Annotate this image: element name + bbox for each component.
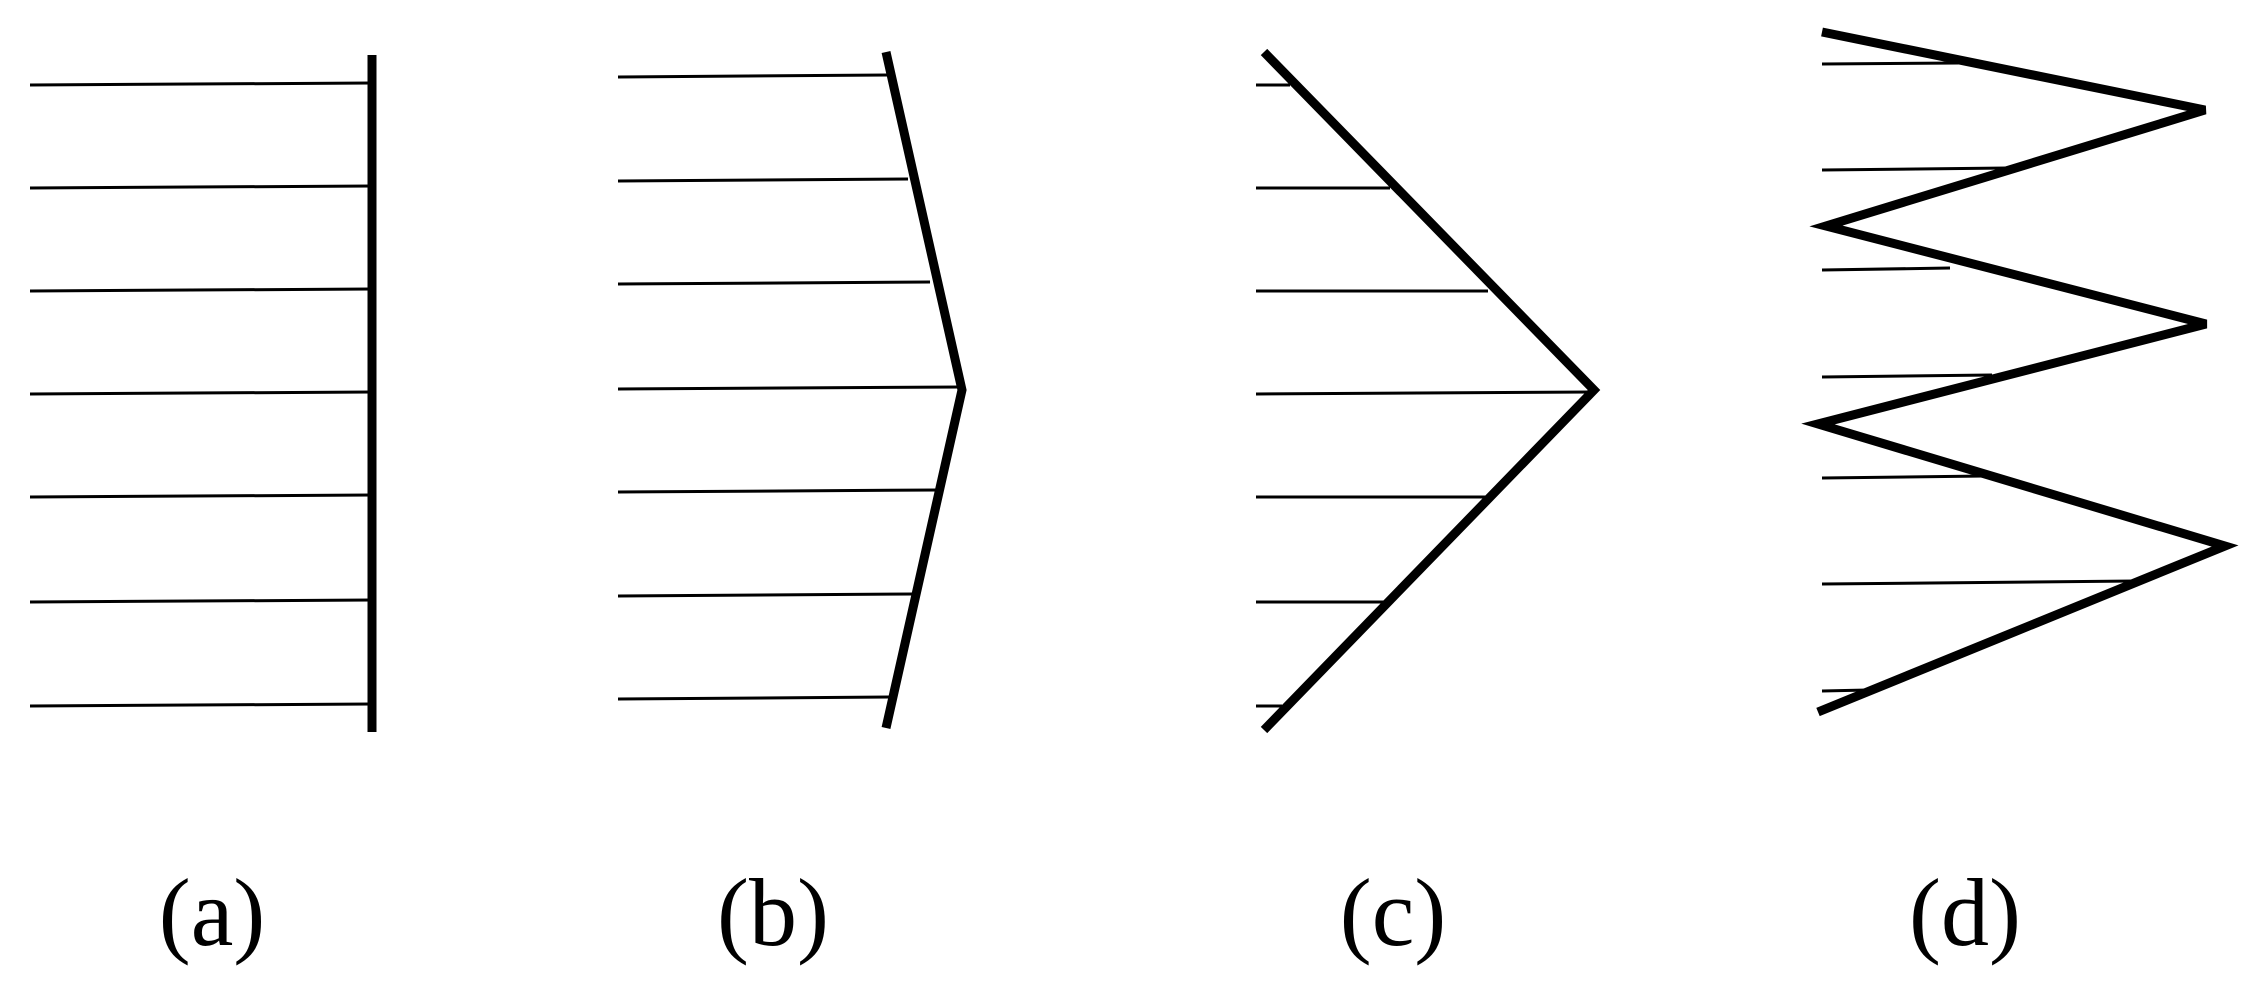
panel-c-profile [1260,48,1601,734]
hatch-line [1821,166,2009,172]
panel-d [1801,27,2239,717]
panel-b-label: (b) [717,859,829,966]
panel-a-hatch-lines [29,81,373,708]
panel-b-hatch-lines [617,73,963,701]
hatch-line [29,390,373,396]
panel-d-profile [1801,27,2239,717]
panel-a [29,55,377,732]
hatch-line [1821,266,1951,272]
hatch-line [617,280,931,286]
hatch-line [29,287,373,293]
hatch-line [29,184,373,190]
hatch-line [617,177,909,183]
hatch-line [1255,390,1593,396]
hatch-line [617,385,963,391]
hatch-line [1821,474,1986,480]
hatch-line [29,81,373,87]
hatch-line [617,695,893,701]
panel-a-label: (a) [159,859,266,966]
hatch-line [29,598,373,604]
panel-c-hatch-lines [1255,83,1593,708]
hatch-line [617,73,889,79]
panel-c-label: (c) [1340,859,1447,966]
panel-d-label: (d) [1909,859,2021,966]
hatch-line [1821,373,1993,379]
hatch-line [617,488,939,494]
panel-d-hatch-lines [1821,61,2136,693]
hatch-line [1821,579,2136,586]
panel-b [617,51,967,729]
hatch-line [29,702,373,708]
hatch-line [1821,61,1961,66]
hatch-line [29,493,373,499]
panel-b-profile [881,51,967,729]
panel-c [1255,48,1601,734]
hatch-line [617,592,915,598]
